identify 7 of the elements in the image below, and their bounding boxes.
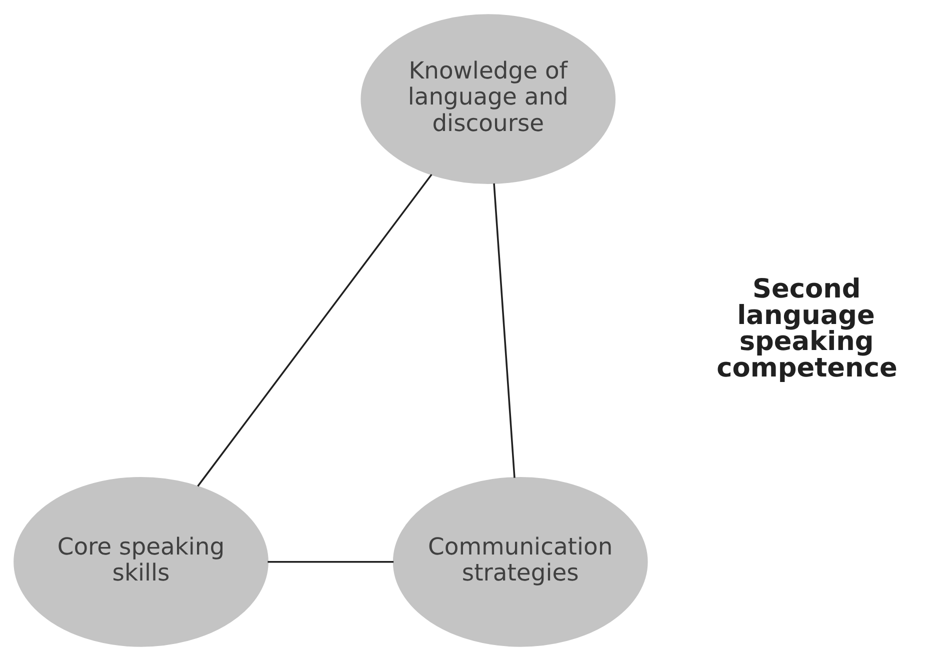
connector bbox=[493, 183, 516, 478]
node-ellipse: Core speaking skills bbox=[14, 476, 268, 647]
label: Second language speaking competence bbox=[716, 274, 898, 384]
node-ellipse: Knowledge of language and discourse bbox=[360, 14, 616, 184]
connector bbox=[197, 174, 432, 487]
node-ellipse: Communication strategies bbox=[392, 476, 648, 647]
connector bbox=[268, 561, 394, 563]
